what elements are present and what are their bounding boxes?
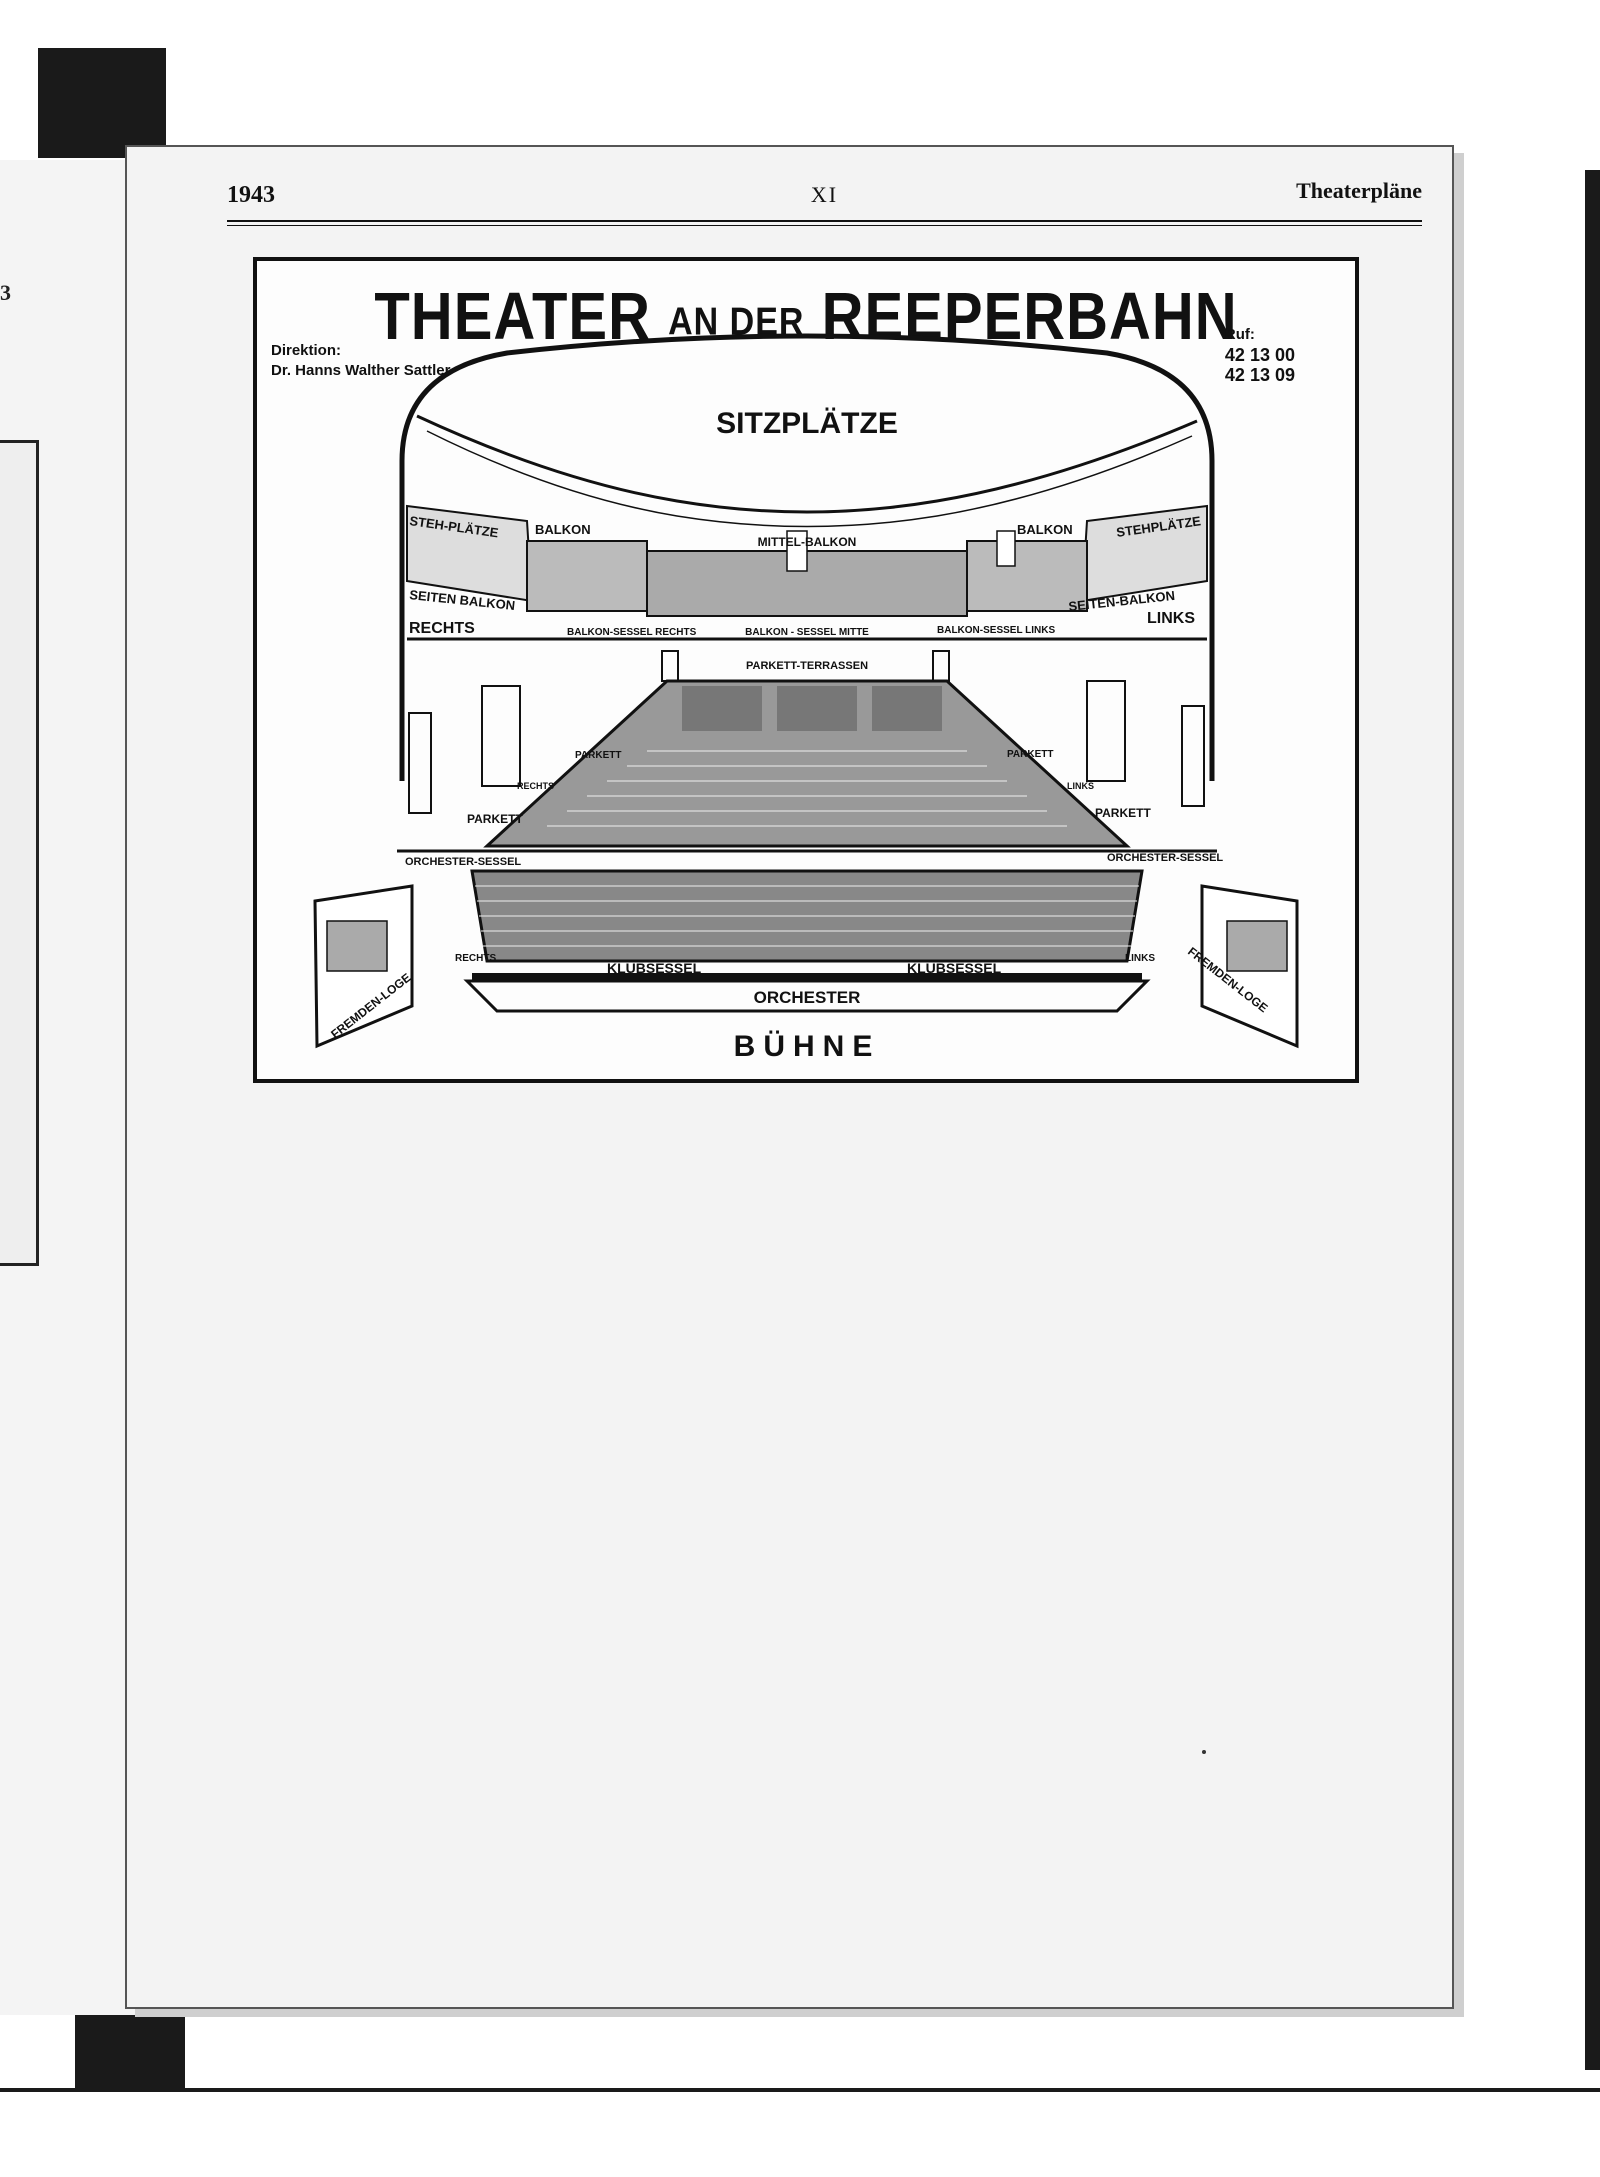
label-parkett-links-small: LINKS	[1067, 781, 1094, 791]
parkett-seating	[397, 679, 1217, 853]
label-orchester-sessel-left: ORCHESTER-SESSEL	[405, 856, 521, 868]
balcony-area	[406, 504, 1208, 641]
fremden-loge-left	[313, 884, 414, 1049]
label-mittel-balkon: MITTEL-BALKON	[758, 535, 857, 549]
phone-number-1: 42 13 00	[1224, 345, 1295, 365]
label-balkon-right: BALKON	[1017, 522, 1073, 537]
left-page-plan-fragment	[0, 440, 39, 1266]
scan-strip-top	[38, 48, 166, 158]
header-section: Theaterpläne	[1296, 178, 1422, 203]
label-orchester-sessel-right: ORCHESTER-SESSEL	[1107, 852, 1223, 864]
label-parkett-4: PARKETT	[1095, 806, 1151, 820]
label-balkon-left: BALKON	[535, 522, 591, 537]
label-balkon-sessel-mitte: BALKON - SESSEL MITTE	[745, 627, 869, 638]
label-buehne: BÜHNE	[734, 1030, 881, 1063]
scan-bottom-line	[0, 2088, 1600, 2092]
label-balkon-sessel-rechts: BALKON-SESSEL RECHTS	[567, 627, 697, 638]
label-parkett-3: PARKETT	[467, 812, 523, 826]
ceiling-curve-inner	[426, 430, 1193, 528]
director-name: Dr. Hanns Walther Sattler	[271, 362, 451, 379]
label-rechts: RECHTS	[409, 620, 475, 637]
label-parkett-1: PARKETT	[575, 750, 621, 761]
hall-outline	[399, 333, 1215, 781]
seating-plan: THEATER AN DER REEPERBAHN Direktion: Dr.…	[253, 257, 1359, 1083]
label-links: LINKS	[1147, 610, 1195, 627]
fremden-loge-right	[1200, 884, 1299, 1049]
ceiling-curve	[416, 414, 1198, 514]
label-rechts-small: RECHTS	[455, 953, 496, 964]
page-header: 1943 XI Theaterpläne	[227, 178, 1422, 218]
header-page-number: XI	[810, 182, 839, 207]
scan-speck	[1202, 1750, 1206, 1754]
orchestra-seating	[470, 869, 1144, 963]
direction-block: Direktion: Dr. Hanns Walther Sattler	[271, 341, 451, 381]
direction-label: Direktion:	[271, 342, 342, 359]
auditorium-drawing: SITZPLÄTZE STEH-PLÄTZE STEHPLÄTZE BALKON…	[313, 333, 1299, 1063]
left-page-edge: 3	[0, 160, 149, 2015]
document-page: 1943 XI Theaterpläne THEATER AN DER REEP…	[125, 145, 1454, 2009]
subtitle-sitzplaetze: SITZPLÄTZE	[716, 407, 898, 440]
phone-block: Ruf: 42 13 00 42 13 09	[1225, 325, 1295, 385]
label-orchester: ORCHESTER	[754, 988, 861, 1007]
label-balkon-sessel-links: BALKON-SESSEL LINKS	[937, 625, 1055, 636]
label-parkett-rechts-small: RECHTS	[517, 781, 554, 791]
scan-strip-right	[1585, 170, 1600, 2070]
label-klubsessel-left: KLUBSESSEL	[607, 960, 702, 976]
phone-label: Ruf:	[1224, 326, 1255, 343]
label-klubsessel-right: KLUBSESSEL	[907, 960, 1002, 976]
label-parkett-2: PARKETT	[1007, 749, 1053, 760]
scan-strip-bottom	[75, 2010, 185, 2090]
header-rule-thin	[227, 225, 1422, 226]
left-page-fragment: 3	[0, 280, 11, 305]
label-parkett-terrassen: PARKETT-TERRASSEN	[746, 660, 868, 672]
title-reeperbahn: REEPERBAHN	[821, 279, 1238, 354]
label-links-small: LINKS	[1125, 953, 1155, 964]
doors	[408, 650, 1205, 814]
phone-number-2: 42 13 09	[1224, 365, 1295, 385]
header-year: 1943	[227, 182, 275, 208]
header-rule	[227, 220, 1422, 222]
